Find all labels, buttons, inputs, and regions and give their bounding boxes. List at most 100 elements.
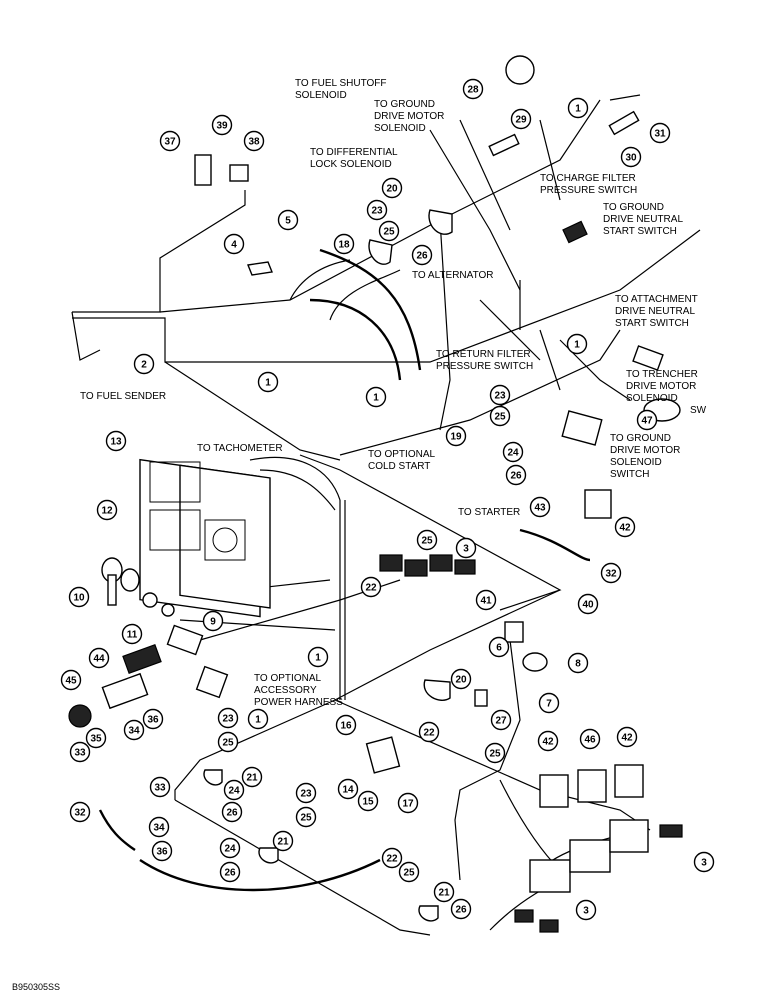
label-trencher: TO TRENCHER DRIVE MOTOR SOLENOID — [626, 369, 701, 404]
label-starter: TO STARTER — [458, 507, 520, 518]
relay-42-upper — [584, 489, 612, 519]
callout-circle — [217, 731, 239, 753]
callout-circle — [614, 516, 636, 538]
callout-circle — [360, 576, 382, 598]
callout-circle — [151, 840, 173, 862]
callout-number: 20 — [455, 675, 467, 686]
callout-circle — [455, 537, 477, 559]
callout-number: 37 — [164, 137, 176, 148]
callout-circle — [96, 499, 118, 521]
callout-c21c: 21 — [433, 881, 455, 903]
callout-number: 25 — [489, 749, 501, 760]
label-accessory-power: TO OPTIONAL ACCESSORY POWER HARNESS — [254, 673, 343, 708]
callout-c11: 11 — [121, 623, 143, 645]
callout-number: 1 — [255, 715, 261, 726]
callout-c1f: 1 — [247, 708, 269, 730]
callout-number: 25 — [494, 412, 506, 423]
callout-circle — [505, 464, 527, 486]
callout-c16: 16 — [335, 714, 357, 736]
callout-circle — [159, 130, 181, 152]
callout-number: 24 — [507, 448, 519, 459]
callout-number: 34 — [153, 823, 165, 834]
callout-c8: 8 — [567, 652, 589, 674]
callout-number: 23 — [494, 391, 506, 402]
callout-circle — [636, 409, 658, 431]
callout-number: 6 — [496, 643, 502, 654]
callout-number: 24 — [224, 844, 236, 855]
callout-number: 26 — [226, 808, 238, 819]
callout-c42a: 42 — [537, 730, 559, 752]
callout-number: 26 — [510, 471, 522, 482]
callout-number: 26 — [224, 868, 236, 879]
callout-c1b: 1 — [566, 333, 588, 355]
callout-number: 7 — [546, 699, 552, 710]
callout-number: 18 — [338, 240, 350, 251]
callout-number: 2 — [141, 360, 147, 371]
callout-number: 1 — [575, 104, 581, 115]
callout-circle — [105, 430, 127, 452]
callout-circle — [223, 233, 245, 255]
callout-circle — [217, 707, 239, 729]
callout-circle — [366, 199, 388, 221]
callout-circle — [579, 728, 601, 750]
callout-number: 26 — [416, 251, 428, 262]
callout-number: 40 — [582, 600, 594, 611]
callout-circle — [295, 806, 317, 828]
callout-number: 9 — [210, 617, 216, 628]
callout-c25f: 25 — [484, 742, 506, 764]
callout-c40: 40 — [577, 593, 599, 615]
callout-number: 24 — [228, 786, 240, 797]
callout-c12: 12 — [96, 499, 118, 521]
callout-circle — [538, 692, 560, 714]
callout-c41: 41 — [475, 589, 497, 611]
callout-c32b: 32 — [69, 801, 91, 823]
callout-c4: 4 — [223, 233, 245, 255]
callout-number: 26 — [455, 905, 467, 916]
callout-c22b: 22 — [418, 721, 440, 743]
callout-c20b: 20 — [450, 668, 472, 690]
destination-labels: TO FUEL SHUTOFF SOLENOID TO GROUND DRIVE… — [80, 78, 707, 708]
callout-circle — [450, 898, 472, 920]
callout-c22c: 22 — [381, 847, 403, 869]
label-attachment-drive: TO ATTACHMENT DRIVE NEUTRAL START SWITCH — [615, 294, 700, 329]
callout-circle — [211, 114, 233, 136]
callout-number: 29 — [515, 115, 527, 126]
callout-number: 13 — [110, 437, 122, 448]
callout-number: 28 — [467, 85, 479, 96]
label-ground-drive-neutral: TO GROUND DRIVE NEUTRAL START SWITCH — [603, 202, 685, 237]
callout-circle — [202, 610, 224, 632]
label-tachometer: TO TACHOMETER — [197, 443, 283, 454]
callout-number: 35 — [90, 734, 102, 745]
callout-c14: 14 — [337, 778, 359, 800]
callout-circle — [445, 425, 467, 447]
callout-number: 10 — [73, 593, 85, 604]
callout-number: 14 — [342, 785, 354, 796]
callout-c26b: 26 — [505, 464, 527, 486]
callout-c1c: 1 — [257, 371, 279, 393]
callout-c5: 5 — [277, 209, 299, 231]
callout-circle — [243, 130, 265, 152]
callout-circle — [489, 405, 511, 427]
callout-c29: 29 — [510, 108, 532, 130]
callout-number: 41 — [480, 596, 492, 607]
label-fuel-shutoff: TO FUEL SHUTOFF SOLENOID — [295, 78, 389, 101]
relay-42-left — [539, 774, 569, 808]
callout-circle — [277, 209, 299, 231]
callout-circle — [649, 122, 671, 144]
callout-number: 39 — [216, 121, 228, 132]
callout-c42b: 42 — [614, 516, 636, 538]
callouts: 1111112333456789101112131415161718192020… — [60, 78, 715, 921]
callout-c34b: 34 — [148, 816, 170, 838]
callout-number: 1 — [265, 378, 271, 389]
callout-c7: 7 — [538, 692, 560, 714]
callout-circle — [537, 730, 559, 752]
callout-c18: 18 — [333, 233, 355, 255]
callout-c39: 39 — [211, 114, 233, 136]
callout-circle — [411, 244, 433, 266]
callout-circle — [123, 719, 145, 741]
callout-circle — [620, 146, 642, 168]
callout-circle — [307, 646, 329, 668]
label-optional-cold-start: TO OPTIONAL COLD START — [368, 449, 437, 472]
components — [68, 55, 683, 933]
callout-circle — [488, 636, 510, 658]
